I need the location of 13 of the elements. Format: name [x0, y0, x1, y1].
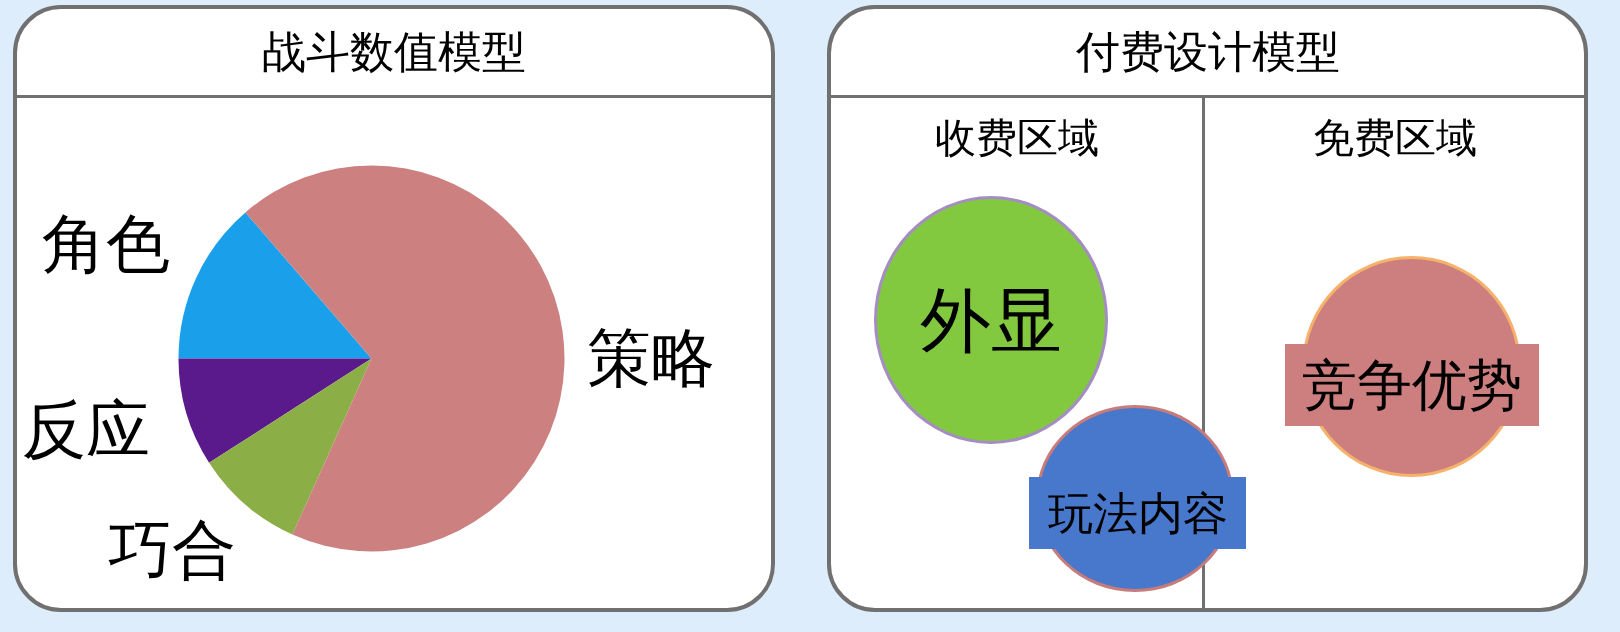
panel-card — [13, 5, 775, 612]
slice-label: 巧合 — [108, 518, 236, 582]
slice-label: 角色 — [42, 212, 170, 276]
slice-label: 反应 — [22, 398, 150, 462]
label-banner: 玩法内容 — [1029, 477, 1246, 549]
label-banner: 竞争优势 — [1285, 344, 1539, 426]
slice-label: 策略 — [587, 326, 715, 390]
panel-title: 战斗数值模型 — [262, 30, 526, 74]
section-heading: 收费区域 — [934, 118, 1099, 159]
bubble-label: 外显 — [920, 284, 1062, 356]
section-heading: 免费区域 — [1312, 118, 1477, 159]
panel-card — [827, 5, 1588, 612]
panel-title: 付费设计模型 — [1075, 30, 1340, 74]
